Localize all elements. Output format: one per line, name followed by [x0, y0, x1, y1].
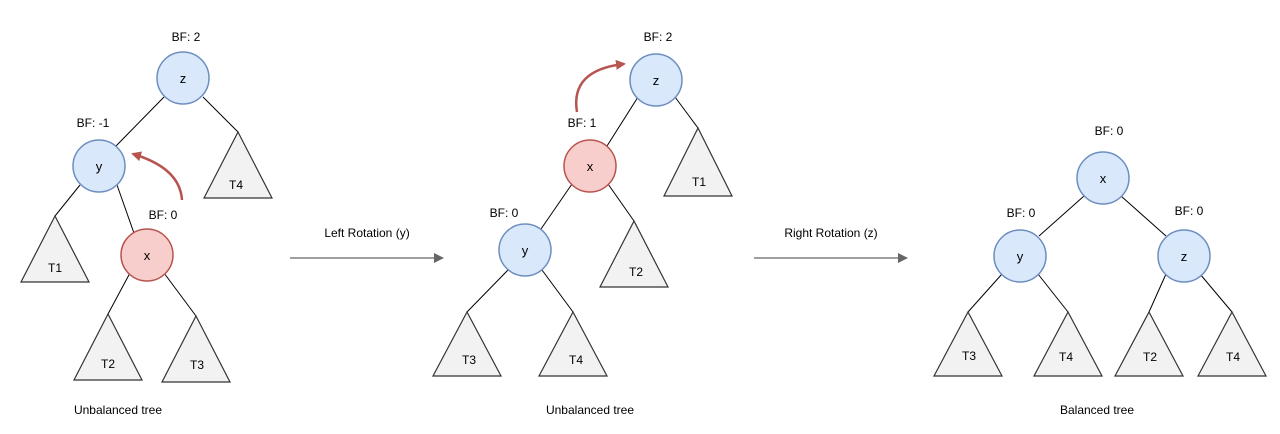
node-y-label: y: [522, 243, 529, 258]
node-x: [120, 228, 174, 282]
node-z-label: z: [1181, 249, 1188, 264]
edge-x-z: [1120, 195, 1167, 237]
node-y-bf: BF: 0: [1007, 206, 1036, 220]
subtree-t2-triangle: [1114, 310, 1184, 377]
node-x-bf: BF: 1: [568, 116, 597, 130]
node-z: [1157, 229, 1211, 283]
edge-x-t3: [163, 272, 197, 317]
node-y-label: y: [96, 159, 103, 174]
subtree-t4-triangle: [538, 310, 608, 377]
edge-x-y: [540, 183, 573, 230]
subtree-t3-triangle: [933, 310, 1003, 377]
subtree-t2-label: T2: [629, 265, 643, 279]
node-y-bf: BF: 0: [490, 206, 519, 220]
transition-2-label: Right Rotation (z): [784, 226, 877, 240]
subtree-t2-triangle: [599, 219, 669, 288]
edge-y-t4: [1037, 273, 1069, 313]
edge-y-x: [116, 184, 136, 237]
edge-z-t4: [202, 96, 239, 133]
node-z: [156, 51, 210, 105]
node-y-label: y: [1017, 249, 1024, 264]
transition-1-label: Left Rotation (y): [324, 226, 409, 240]
node-x-bf: BF: 0: [1095, 124, 1124, 138]
node-y: [993, 229, 1047, 283]
tree-2-caption: Unbalanced tree: [546, 403, 634, 417]
subtree-t4-label: T4: [229, 178, 243, 192]
subtree-t2-triangle: [73, 312, 143, 381]
edge-z-x: [606, 96, 639, 147]
subtree-t1-label: T1: [48, 261, 62, 275]
node-z-bf: BF: 2: [644, 30, 673, 44]
node-x-label: x: [587, 159, 594, 174]
tree-2: T1 T2 T3 T4 z BF: 2 x BF: 1 y BF: 0 Unba…: [432, 30, 733, 417]
edge-y-t4: [541, 269, 574, 313]
edge-x-y: [1038, 195, 1085, 237]
subtree-t4-triangle: [203, 130, 273, 199]
node-z: [629, 53, 683, 107]
subtree-t2-label: T2: [101, 357, 115, 371]
subtree-t4-label: T4: [569, 353, 583, 367]
subtree-t4-triangle: [1033, 310, 1103, 377]
subtree-t1-label: T1: [692, 175, 706, 189]
rotation-arrow-icon: [131, 151, 184, 201]
node-z-bf: BF: 2: [172, 30, 201, 44]
tree-1: T4 T1 T2 T3 z BF: 2 y BF: -1 x BF: 0 Unb…: [20, 30, 273, 417]
edge-y-t3: [967, 273, 1003, 313]
tree-3: T3 T4 T2 T4 x BF: 0 y BF: 0 z BF: 0 Bala…: [933, 124, 1267, 417]
edge-z-t1: [674, 96, 699, 129]
subtree-t3-label: T3: [962, 349, 976, 363]
node-y-bf: BF: -1: [77, 116, 110, 130]
subtree-t3-label: T3: [190, 358, 204, 372]
node-y: [72, 139, 126, 193]
node-y: [498, 223, 552, 277]
edge-z-t2: [1148, 273, 1167, 313]
node-x: [563, 139, 617, 193]
tree-1-caption: Unbalanced tree: [74, 403, 162, 417]
edge-y-t3: [466, 269, 509, 313]
subtree-t4-triangle: [1197, 310, 1267, 377]
edge-x-t2: [107, 272, 131, 315]
edge-x-t2: [607, 183, 635, 222]
subtree-t3-triangle: [432, 310, 502, 377]
node-x-label: x: [1100, 171, 1107, 186]
edge-y-t1: [54, 184, 81, 217]
subtree-t3-label: T3: [462, 353, 476, 367]
node-x-bf: BF: 0: [149, 208, 178, 222]
subtree-t1-triangle: [663, 126, 733, 197]
tree-3-caption: Balanced tree: [1060, 403, 1134, 417]
rotation-arrow-icon: [574, 59, 626, 113]
node-z-label: z: [180, 71, 187, 86]
node-x-label: x: [144, 248, 151, 263]
subtree-t1-triangle: [20, 214, 90, 283]
subtree-t2-label: T2: [1143, 350, 1157, 364]
node-x: [1076, 151, 1130, 205]
subtree-t4-label: T4: [1226, 350, 1240, 364]
node-z-bf: BF: 0: [1175, 204, 1204, 218]
subtree-t4-label: T4: [1059, 350, 1073, 364]
node-z-label: z: [653, 73, 660, 88]
edge-z-y: [115, 96, 165, 147]
subtree-t3-triangle: [161, 314, 231, 383]
edge-z-t4: [1199, 273, 1233, 313]
